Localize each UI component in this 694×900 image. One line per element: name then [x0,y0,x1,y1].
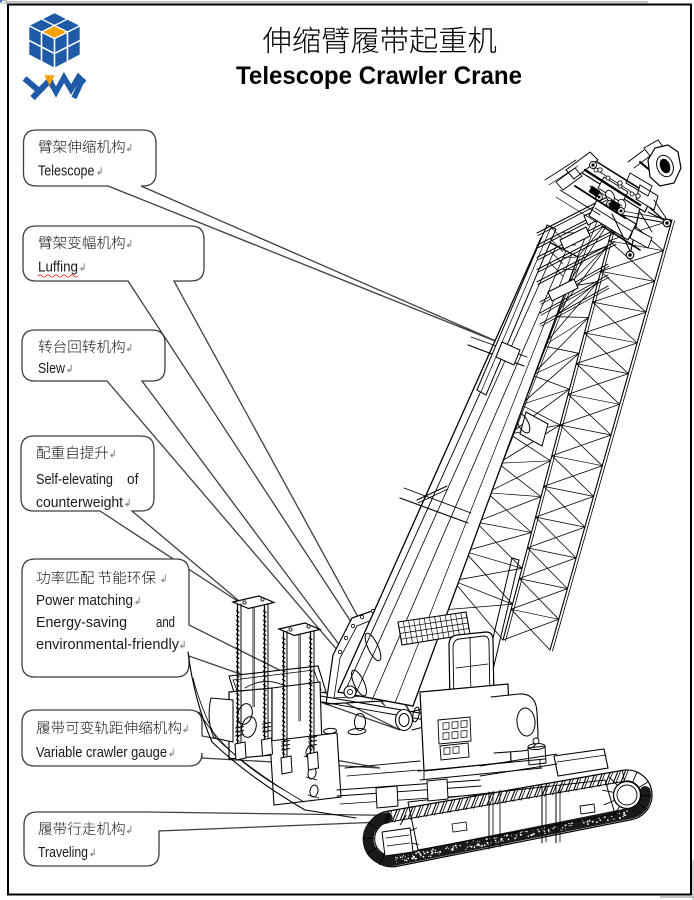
svg-text:Luffing: Luffing [38,260,78,276]
svg-text:Telescope Crawler Crane: Telescope Crawler Crane [236,62,522,90]
svg-text:Traveling: Traveling [38,845,88,861]
svg-text:Energy-saving: Energy-saving [36,615,127,631]
svg-text:counterweight: counterweight [36,495,123,511]
svg-text:Variable crawler gauge: Variable crawler gauge [36,745,167,761]
svg-text:environmental-friendly: environmental-friendly [36,637,180,653]
svg-text:Slew: Slew [38,361,65,377]
svg-text:Self-elevating: Self-elevating [36,472,113,488]
svg-text:of: of [127,472,139,488]
svg-text:and: and [156,615,175,631]
svg-text:Power matching: Power matching [36,593,133,609]
svg-text:Telescope: Telescope [38,164,95,180]
